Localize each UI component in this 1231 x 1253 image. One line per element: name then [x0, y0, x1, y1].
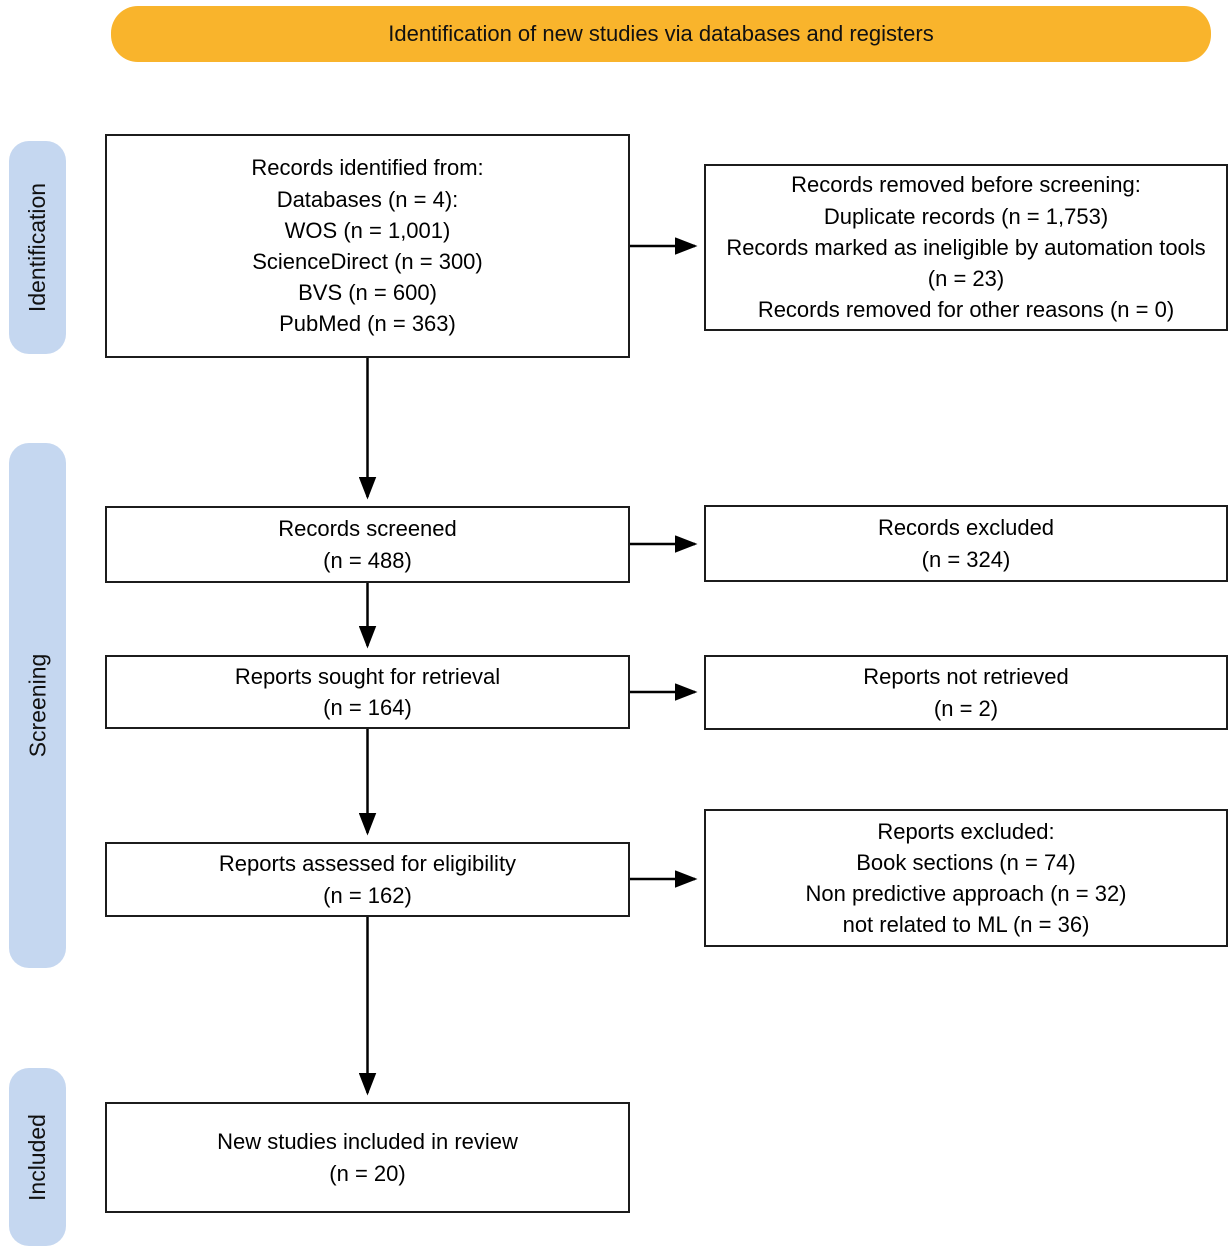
- stage-bar-screening: Screening: [9, 443, 66, 968]
- box-records-screened: Records screened (n = 488): [105, 506, 630, 583]
- box-text-line: Records screened: [278, 516, 457, 542]
- box-text-line: WOS (n = 1,001): [284, 217, 451, 243]
- box-text-line: ScienceDirect (n = 300): [252, 249, 483, 274]
- box-records-excluded: Records excluded (n = 324): [704, 505, 1228, 582]
- box-reports-not-retrieved: Reports not retrieved (n = 2): [704, 655, 1228, 730]
- stage-bar-identification: Identification: [9, 141, 66, 354]
- box-text-line: (n = 324): [921, 546, 1011, 572]
- box-text-line: New studies included in review: [217, 1129, 518, 1155]
- box-text-line: (n = 488): [323, 547, 412, 573]
- box-text-line: (n = 164): [323, 695, 412, 720]
- box-text-line: Non predictive approach (n = 32): [805, 881, 1127, 906]
- box-text-line: (n = 162): [323, 882, 412, 908]
- box-reports-excluded: Reports excluded: Book sections (n = 74) N…: [704, 809, 1228, 947]
- box-reports-assessed-for-eligibility: Reports assessed for eligibility (n = 162…: [105, 842, 630, 917]
- box-text-line: PubMed (n = 363): [279, 311, 456, 337]
- box-text-line: (n = 20): [329, 1160, 406, 1186]
- banner-identification-of-new-studies: Identification of new studies via databa…: [111, 6, 1211, 62]
- box-text-line: Reports not retrieved: [863, 664, 1069, 690]
- box-new-studies-included-in-review: New studies included in review (n = 20): [105, 1102, 630, 1213]
- box-text-line: Reports sought for retrieval: [234, 663, 501, 689]
- box-text-line: Databases (n = 4):: [276, 186, 459, 212]
- box-text-line: Records removed for other reasons (n = 0…: [757, 297, 1175, 323]
- box-text-line: Reports excluded:: [877, 818, 1055, 844]
- box-reports-sought-for-retrieval: Reports sought for retrieval (n = 164): [105, 655, 630, 729]
- box-text-line: Records marked as ineligible by automati…: [726, 234, 1206, 292]
- box-text-line: not related to ML (n = 36): [842, 912, 1090, 938]
- box-text-line: Records identified from:: [251, 155, 484, 181]
- box-text-line: Records excluded: [877, 515, 1055, 541]
- box-text-line: Reports assessed for eligibility: [218, 851, 517, 877]
- box-records-removed-before-screening: Records removed before screening: Duplica…: [704, 164, 1228, 331]
- stage-label-identification: Identification: [24, 182, 51, 313]
- box-text-line: BVS (n = 600): [298, 280, 437, 306]
- box-text-line: Book sections (n = 74): [856, 849, 1076, 875]
- box-text-line: (n = 2): [933, 695, 999, 721]
- box-text-line: Records removed before screening:: [791, 172, 1141, 198]
- stage-label-screening: Screening: [24, 653, 51, 758]
- stage-label-included: Included: [24, 1113, 50, 1201]
- stage-bar-included: Included: [9, 1068, 66, 1246]
- box-text-line: Duplicate records (n = 1,753): [823, 203, 1109, 229]
- box-records-identified: Records identified from: Databases (n = 4…: [105, 134, 630, 358]
